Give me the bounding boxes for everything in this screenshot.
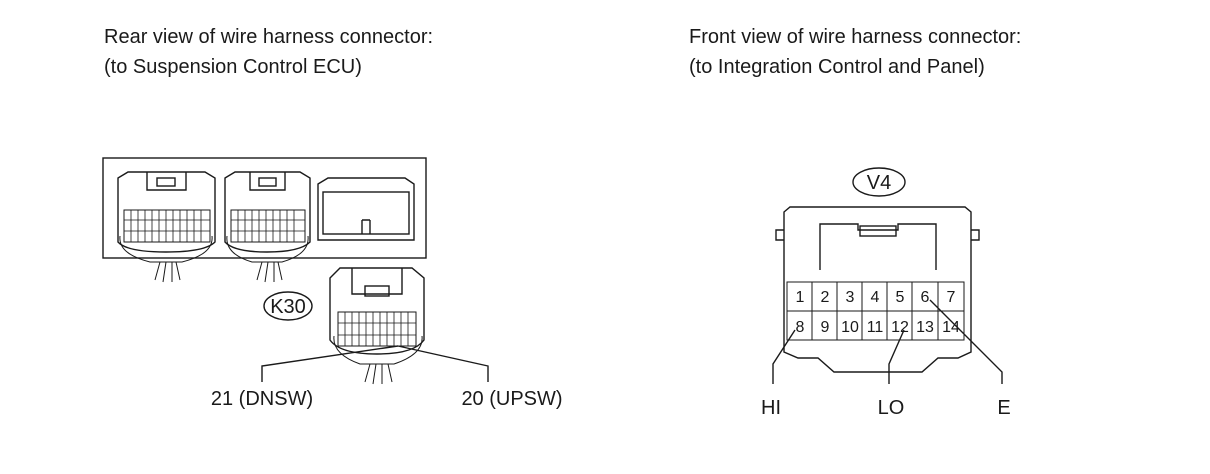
pin-number: 8 [796,319,805,336]
k30-leader-lines [261,345,489,382]
v4-pin-numbers-row1: 1 2 3 4 5 6 7 [796,289,956,306]
pin-number: 10 [841,319,859,336]
pin-number: 9 [821,319,830,336]
pin-21-dnsw-label: 21 (DNSW) [211,388,313,410]
v4-label-bubble [852,167,906,197]
ecu-connector-2 [224,171,311,283]
lo-label: LO [878,397,905,419]
rear-view-caption: Rear view of wire harness connector: (to… [104,22,433,82]
pin-number: 14 [942,319,960,336]
ecu-housing [102,157,427,259]
pin-number: 7 [947,289,956,306]
pin-number: 5 [896,289,905,306]
pin-number: 1 [796,289,805,306]
pin-number: 3 [846,289,855,306]
pin-number: 2 [821,289,830,306]
rear-view-caption-line2: (to Suspension Control ECU) [104,56,362,78]
front-view-caption-line2: (to Integration Control and Panel) [689,56,985,78]
k30-connector [329,267,425,385]
k30-label: K30 [270,296,306,318]
front-view-caption: Front view of wire harness connector: (t… [689,22,1021,82]
hi-label: HI [761,397,781,419]
v4-connector [775,206,980,373]
v4-pin-numbers-row2: 8 9 10 11 12 13 14 [796,319,960,336]
k30-label-bubble [263,291,313,321]
pin-number: 11 [867,319,884,336]
front-view-caption-line1: Front view of wire harness connector: [689,26,1022,48]
v4-leader-lines [772,299,1003,384]
pin-number: 12 [891,319,909,336]
pin-number: 13 [916,319,934,336]
e-label: E [997,397,1010,419]
ecu-connector-3 [317,177,415,241]
pin-number: 4 [871,289,880,306]
pin-20-upsw-label: 20 (UPSW) [461,388,562,410]
rear-view-caption-line1: Rear view of wire harness connector: [104,26,434,48]
v4-label: V4 [867,172,891,194]
ecu-connector-1 [117,171,216,283]
pin-number: 6 [921,289,930,306]
